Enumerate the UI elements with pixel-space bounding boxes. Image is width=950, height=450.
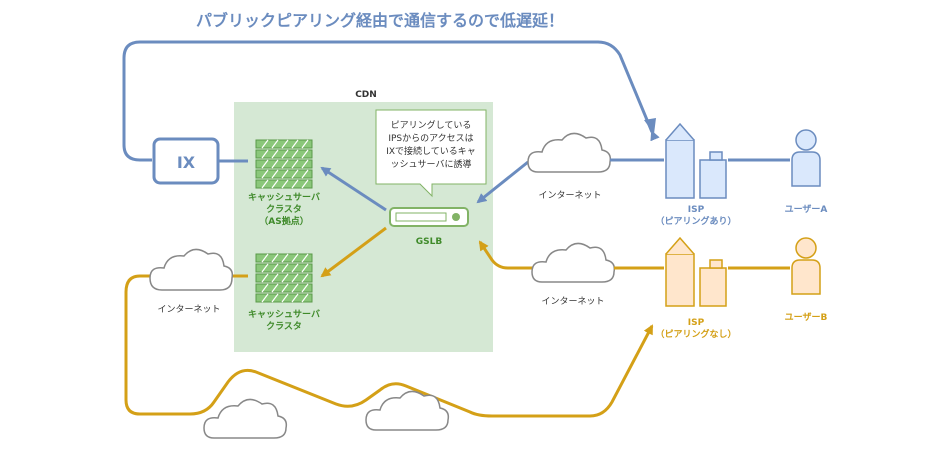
isp-b-label-1: ISP [688, 318, 705, 328]
internet-cloud-bottom-2 [365, 390, 450, 431]
cache-cluster-label-2: クラスタ [266, 320, 302, 332]
cache-cluster-as-label-1: キャッシュサーバ [248, 192, 320, 203]
orange-gslb-to-cache [320, 226, 387, 278]
internet-cloud-mid [531, 242, 616, 283]
internet-cloud-bottom-1 [203, 398, 288, 439]
isp-b-building-icon [665, 236, 727, 307]
internet-left-label: インターネット [157, 304, 220, 315]
cache-cluster-label-1: キャッシュサーバ [248, 309, 320, 320]
blue-internet-to-gslb [476, 160, 529, 204]
callout-line-1: ピアリングしている [391, 119, 472, 131]
ix-label: IX [177, 153, 196, 172]
internet-top-label: インターネット [538, 190, 601, 201]
cache-cluster-as-label-2: クラスタ [266, 203, 302, 215]
callout-line-3: IXで接続しているキャ [386, 145, 476, 157]
blue-gslb-to-cache [320, 166, 387, 212]
user-a-label: ユーザーA [785, 204, 828, 215]
user-b-icon [791, 237, 821, 295]
orange-internet-to-gslb [478, 240, 534, 270]
isp-b-label-2: （ピアリングなし） [655, 328, 736, 340]
isp-a-label-1: ISP [688, 205, 705, 215]
gslb-icon [389, 207, 469, 227]
user-a-icon [791, 129, 821, 187]
ix-box [152, 137, 220, 185]
blue-route-arrowhead [644, 118, 656, 134]
isp-a-building-icon [665, 122, 727, 199]
cache-cluster-as-icon [255, 139, 313, 189]
isp-a-label-2: （ピアリングあり） [655, 215, 736, 227]
internet-mid-label: インターネット [541, 296, 604, 307]
callout-box [375, 109, 487, 198]
user-b-label: ユーザーB [785, 312, 828, 323]
internet-cloud-top [527, 132, 612, 173]
callout-line-4: ッシュサーバに誘導 [391, 158, 472, 170]
internet-cloud-left [149, 248, 234, 291]
diagram-title: パブリックピアリング経由で通信するので低遅延！ [196, 11, 564, 30]
callout-line-2: IPSからのアクセスは [388, 133, 473, 144]
cdn-label: CDN [355, 90, 377, 100]
blue-route-top [122, 40, 660, 162]
gslb-label: GSLB [416, 237, 443, 247]
cache-cluster-icon [255, 253, 313, 303]
orange-route-bottom [124, 274, 654, 418]
cache-cluster-as-label-3: （AS拠点） [259, 215, 308, 227]
